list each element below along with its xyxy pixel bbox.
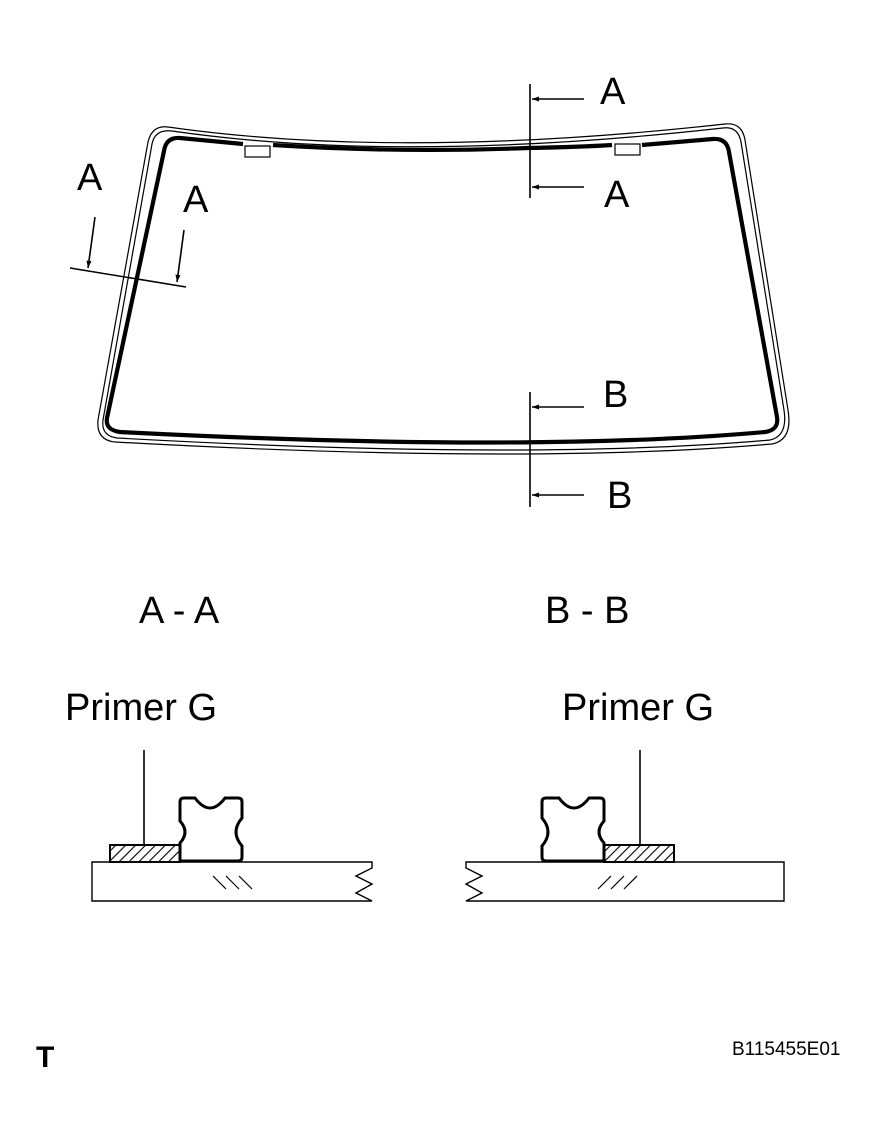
molding-profile-b [540, 796, 606, 863]
section-b-label-lower: B [607, 475, 632, 517]
section-a-label-left-1: A [77, 157, 103, 199]
section-line-a-left: A A [69, 157, 209, 288]
molding-profile-a [178, 796, 244, 863]
figure-code: B115455E01 [732, 1039, 840, 1060]
section-a-label-left-2: A [183, 179, 209, 221]
primer-label-b: Primer G [562, 687, 714, 729]
section-a-label-upper: A [600, 71, 626, 113]
spacer-tab-left [244, 145, 271, 158]
section-b-detail: Primer G [464, 687, 785, 902]
corner-mark: T [36, 1041, 54, 1074]
section-line-b: B B [529, 374, 632, 517]
windshield-glass [97, 123, 790, 455]
primer-coat-b [603, 844, 675, 863]
glass-outer-edge [97, 123, 790, 455]
glass-inner-edge [102, 127, 786, 451]
section-a-title: A - A [139, 590, 220, 632]
section-b-title: B - B [545, 590, 629, 632]
primer-coat-a [109, 844, 181, 863]
section-b-label-upper: B [603, 374, 628, 416]
spacer-tab-right [614, 143, 641, 156]
molding-bead-top [272, 142, 613, 153]
molding-bead [104, 135, 780, 445]
section-a-detail: Primer G [65, 687, 374, 902]
section-a-label-lower: A [604, 174, 630, 216]
section-line-a-top: A A [529, 71, 630, 216]
glass-body-b [464, 861, 785, 902]
primer-label-a: Primer G [65, 687, 217, 729]
